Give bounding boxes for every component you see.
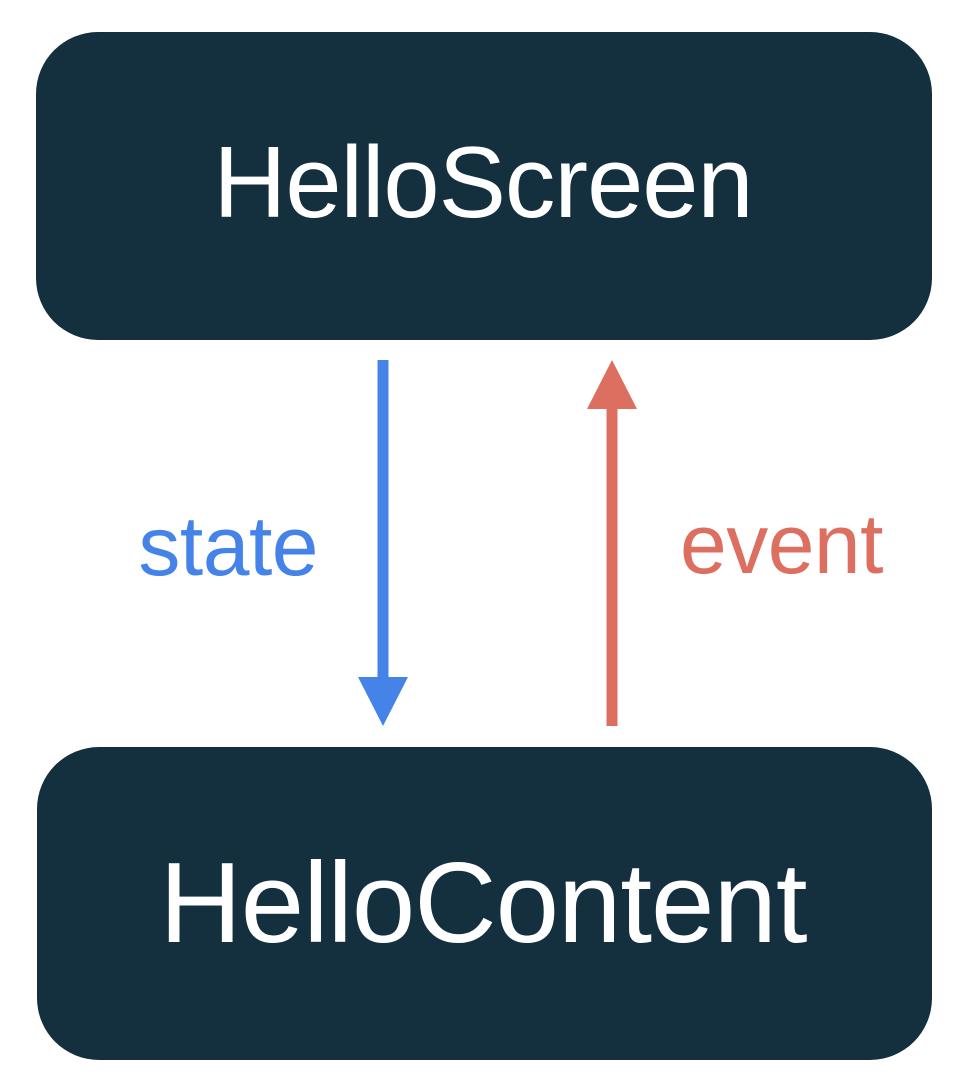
event-arrow — [587, 360, 637, 726]
state-arrowhead-icon — [358, 677, 408, 726]
state-label: state — [138, 499, 318, 593]
hello-content-label: HelloContent — [159, 840, 806, 967]
hello-content-box — [37, 747, 932, 1060]
hello-screen-box — [36, 32, 932, 340]
event-arrowhead-icon — [587, 360, 637, 409]
state-arrow — [358, 360, 408, 726]
hello-screen-label: HelloScreen — [213, 127, 752, 239]
event-label: event — [680, 497, 883, 591]
